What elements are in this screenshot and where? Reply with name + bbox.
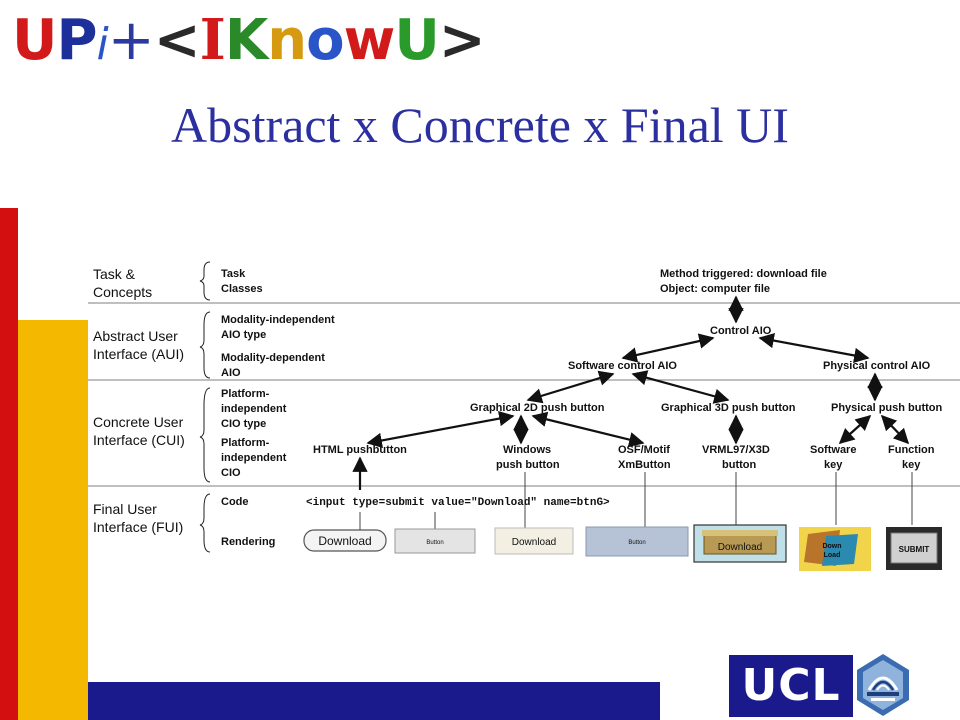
logo-letter: U (12, 8, 57, 73)
code-line: <input type=submit value="Download" name… (306, 497, 610, 509)
rendering-label: Download (718, 542, 762, 553)
rendering-label: Button (426, 540, 443, 546)
node-function-key: key (902, 459, 921, 471)
sublevel-label: Rendering (221, 536, 275, 548)
rendering-label: Download (512, 537, 556, 548)
level-label-fui: Interface (FUI) (93, 519, 183, 535)
node-windows-push: Windows (503, 444, 551, 456)
node-physical-push: Physical push button (831, 402, 943, 414)
level-label-fui: Final User (93, 501, 157, 517)
sublevel-label: Platform- (221, 437, 270, 449)
node-object: Object: computer file (660, 283, 770, 295)
brace (199, 387, 211, 483)
arrow (758, 332, 870, 364)
node-graphical-2d: Graphical 2D push button (470, 402, 605, 414)
decorative-red-bar (0, 208, 18, 720)
arrow (838, 414, 872, 445)
logo-letter: P (56, 8, 97, 73)
sublevel-label: Task (221, 268, 246, 280)
level-label-aui: Abstract User (93, 328, 178, 344)
logo-letter: w (343, 8, 396, 73)
rendering-windows-small-button: Button (394, 528, 476, 554)
node-vrml: VRML97/X3D (702, 444, 770, 456)
node-physical-control-aio: Physical control AIO (823, 360, 931, 372)
level-label-aui: Interface (AUI) (93, 346, 184, 362)
logo-bracket: > (438, 8, 486, 73)
node-html-pushbutton: HTML pushbutton (313, 444, 407, 456)
sublevel-label: Classes (221, 283, 263, 295)
rendering-windows-button: Download (494, 527, 574, 555)
node-method: Method triggered: download file (660, 268, 827, 280)
sublevel-label: AIO (221, 367, 241, 379)
sublevel-label: CIO type (221, 418, 266, 430)
node-software-key: key (824, 459, 843, 471)
logo-letter: o (306, 8, 344, 73)
brace (199, 493, 211, 553)
rendering-function-key: SUBMIT (886, 527, 942, 570)
logo-letter: I (199, 7, 226, 73)
sublevel-label: CIO (221, 467, 241, 479)
ucl-emblem-icon (857, 654, 909, 716)
node-function-key: Function (888, 444, 935, 456)
level-label-task: Task & (93, 266, 136, 282)
logo-letter: i (96, 19, 109, 70)
slide-title: Abstract x Concrete x Final UI (171, 97, 789, 153)
ui-levels-diagram: Task & Concepts Abstract User Interface … (88, 261, 960, 571)
rendering-motif-button: Button (585, 526, 689, 557)
node-windows-push: push button (496, 459, 560, 471)
sublevel-label: Modality-independent (221, 314, 335, 326)
rendering-label: Button (628, 540, 645, 546)
sublevel-label: Platform- (221, 388, 270, 400)
node-software-key: Software (810, 444, 856, 456)
ucl-logo: UCL (729, 655, 853, 717)
node-control-aio: Control AIO (710, 325, 772, 337)
rendering-html-button: Download (303, 529, 387, 552)
node-osf-motif: OSF/Motif (618, 444, 670, 456)
rendering-software-key: Down Load (799, 527, 871, 571)
decorative-yellow-bar (18, 320, 88, 720)
upi-iknowu-logo: UPi+<IKnowU> (12, 7, 486, 77)
arrow (631, 370, 730, 404)
arrow (621, 333, 715, 363)
level-label-cui: Interface (CUI) (93, 432, 185, 448)
brace (199, 311, 211, 379)
sublevel-label: AIO type (221, 329, 266, 341)
logo-plus: + (107, 8, 155, 73)
rendering-vrml-button: Download (693, 524, 787, 563)
arrow (366, 410, 515, 449)
level-label-cui: Concrete User (93, 414, 184, 430)
level-label-task: Concepts (93, 284, 152, 300)
sublevel-label: Code (221, 496, 249, 508)
arrow (880, 414, 910, 445)
node-graphical-3d: Graphical 3D push button (661, 402, 796, 414)
decorative-blue-bar (88, 682, 660, 720)
sublevel-label: independent (221, 452, 287, 464)
logo-letter: n (267, 8, 307, 73)
rendering-label: Down (822, 543, 841, 550)
rendering-label: Load (824, 552, 841, 559)
arrow (531, 411, 645, 448)
sublevel-label: Modality-dependent (221, 352, 325, 364)
rendering-label: SUBMIT (899, 545, 930, 554)
logo-letter: U (394, 8, 439, 73)
node-vrml: button (722, 459, 756, 471)
sublevel-label: independent (221, 403, 287, 415)
logo-letter: K (224, 8, 268, 73)
rendering-label: Download (318, 534, 371, 548)
brace (199, 261, 211, 301)
arrow (526, 370, 615, 404)
node-software-control-aio: Software control AIO (568, 360, 677, 372)
node-osf-motif: XmButton (618, 459, 671, 471)
logo-bracket: < (153, 8, 201, 73)
